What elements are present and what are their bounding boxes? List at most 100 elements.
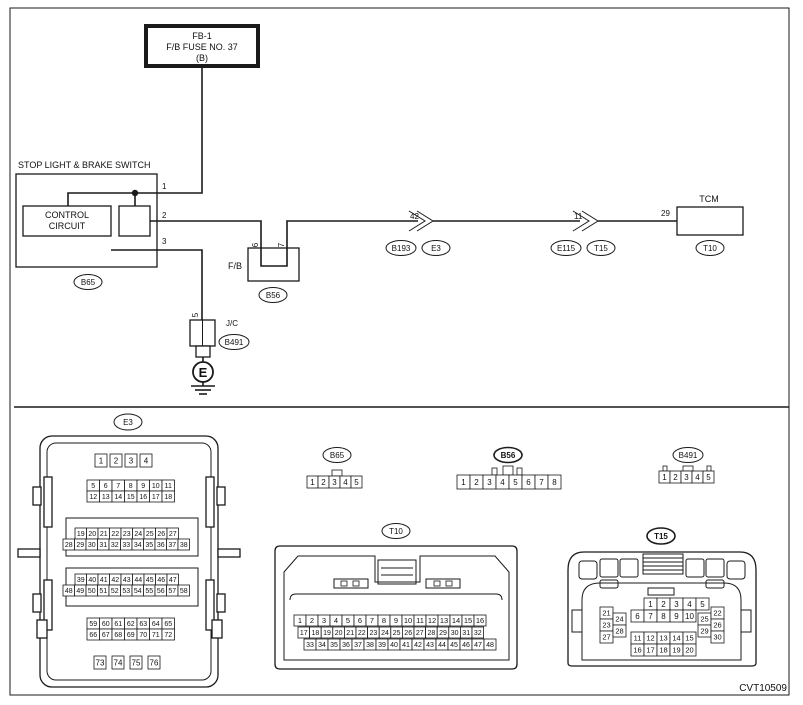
t10-pin-number: 15 bbox=[464, 616, 472, 625]
svg-text:B56: B56 bbox=[266, 291, 281, 300]
ground-symbol: E bbox=[191, 361, 215, 395]
e3-pin-number: 70 bbox=[139, 632, 147, 639]
e3-pin-number: 52 bbox=[111, 588, 119, 595]
control-circuit-box bbox=[22, 205, 112, 237]
tcm-label: TCM bbox=[699, 194, 719, 204]
b65-face-label bbox=[322, 447, 352, 463]
t10-pin-number: 21 bbox=[346, 630, 354, 637]
t15-pin-number: 9 bbox=[674, 612, 679, 621]
e3-pin-number: 1 bbox=[99, 456, 104, 465]
tcm-box bbox=[676, 206, 744, 236]
svg-text:E115: E115 bbox=[557, 244, 576, 253]
fb-pin-6: 6 bbox=[251, 242, 260, 247]
e3-pin-number: 46 bbox=[157, 577, 165, 584]
jc-label: J/C bbox=[226, 319, 238, 328]
e3-pin-number: 24 bbox=[134, 531, 142, 538]
svg-text:B193: B193 bbox=[392, 244, 411, 253]
e3-pin-number: 69 bbox=[127, 632, 135, 639]
e3-pin-number: 31 bbox=[99, 542, 107, 549]
t10-pin-number: 27 bbox=[416, 630, 424, 637]
t15-pin-cell bbox=[695, 597, 710, 611]
e3-pin-number: 75 bbox=[132, 658, 141, 667]
e3-pin-number: 30 bbox=[88, 542, 96, 549]
e3-pin-number: 65 bbox=[164, 621, 172, 628]
wire-pin2-fb bbox=[150, 220, 418, 267]
t10-pin-number: 35 bbox=[330, 642, 338, 649]
e3-pin-number: 14 bbox=[114, 494, 122, 501]
b491-pin-number: 5 bbox=[706, 473, 711, 482]
t15-pin-number: 8 bbox=[661, 612, 666, 621]
e3-pin-cell bbox=[124, 453, 138, 468]
e3-pin-number: 11 bbox=[165, 483, 172, 490]
t10-pin-number: 32 bbox=[474, 630, 482, 637]
t10-pin-number: 11 bbox=[416, 616, 424, 625]
e3-pin-number: 71 bbox=[152, 632, 160, 639]
t15-connector-label bbox=[586, 240, 616, 256]
e3-pin-cell bbox=[129, 655, 143, 670]
t10-pin-number: 48 bbox=[486, 642, 494, 649]
e3-pin-number: 53 bbox=[122, 588, 130, 595]
e3-pin-cell bbox=[109, 453, 123, 468]
t15-pin-number: 29 bbox=[700, 627, 708, 636]
e3-pin-number: 17 bbox=[152, 494, 160, 501]
t15-pin-cell bbox=[682, 643, 697, 657]
t15-pin-number: 25 bbox=[700, 615, 708, 624]
e3-pin-number: 10 bbox=[152, 483, 160, 490]
t10-pin-cell bbox=[483, 638, 497, 651]
b65-connector-label bbox=[73, 274, 103, 290]
e3-pin-number: 58 bbox=[180, 588, 188, 595]
b491-pin-cell bbox=[702, 470, 715, 484]
control-circuit-line1: CONTROL bbox=[45, 210, 89, 220]
t10-pin-number: 6 bbox=[358, 616, 362, 625]
e3-pin-number: 47 bbox=[169, 577, 177, 584]
t15-pin-number: 15 bbox=[685, 634, 693, 643]
b56-pin-number: 1 bbox=[461, 478, 466, 487]
switch-title: STOP LIGHT & BRAKE SWITCH bbox=[18, 160, 151, 170]
t15-pin-number: 26 bbox=[713, 621, 721, 630]
e3-pin-number: 33 bbox=[122, 542, 130, 549]
t10-pin-number: 16 bbox=[476, 616, 484, 625]
joint-connector: J/C 5 B491 bbox=[189, 312, 250, 358]
t10-pin-number: 44 bbox=[438, 642, 446, 649]
t15-pin-number: 24 bbox=[615, 615, 623, 624]
svg-text:B491: B491 bbox=[225, 338, 244, 347]
t10-pin-number: 34 bbox=[318, 642, 326, 649]
e3-pin-number: 68 bbox=[114, 632, 122, 639]
t15-inline-connector: 11 E115 T15 bbox=[550, 210, 616, 256]
e3-pin-number: 66 bbox=[89, 632, 97, 639]
fuse-label-line3: (B) bbox=[196, 53, 208, 63]
b56-connector-label bbox=[258, 287, 288, 303]
diagram-code: CVT10509 bbox=[739, 683, 787, 694]
e3-pin-number: 54 bbox=[134, 588, 142, 595]
e3-pin-number: 38 bbox=[180, 542, 188, 549]
e3-pin-number: 6 bbox=[104, 483, 108, 490]
t10-pin-number: 29 bbox=[439, 630, 447, 637]
t15-pin-number: 23 bbox=[602, 621, 610, 630]
e3-pin-number: 56 bbox=[157, 588, 165, 595]
t15-pin-cell bbox=[682, 609, 697, 623]
t15-pin-number: 18 bbox=[659, 646, 667, 655]
t10-pin-number: 38 bbox=[366, 642, 374, 649]
e3-pin-cell bbox=[93, 655, 107, 670]
e3-pin-number: 72 bbox=[164, 632, 172, 639]
fuse-label-line2: F/B FUSE NO. 37 bbox=[166, 42, 238, 52]
ground-letter: E bbox=[199, 365, 208, 380]
e3-pin-number: 26 bbox=[157, 531, 165, 538]
svg-text:B65: B65 bbox=[330, 451, 345, 460]
e3-pin-cell bbox=[94, 453, 108, 468]
t15-pin-number: 21 bbox=[602, 609, 610, 618]
t10-pin-number: 31 bbox=[462, 630, 470, 637]
b491-face-label bbox=[672, 447, 704, 463]
e3-pin-number: 74 bbox=[114, 658, 123, 667]
t10-pin-number: 33 bbox=[306, 642, 314, 649]
t15-pin-cell bbox=[612, 624, 627, 638]
t10-pin-number: 25 bbox=[393, 630, 401, 637]
e3-connector-label bbox=[421, 240, 451, 256]
e3-pin-cell bbox=[111, 655, 125, 670]
t10-pin-number: 37 bbox=[354, 642, 362, 649]
b56-pin-number: 2 bbox=[474, 478, 479, 487]
e3-pin-cell bbox=[139, 453, 153, 468]
e3-pin-number: 15 bbox=[127, 494, 135, 501]
b56-pin-number: 5 bbox=[513, 478, 518, 487]
